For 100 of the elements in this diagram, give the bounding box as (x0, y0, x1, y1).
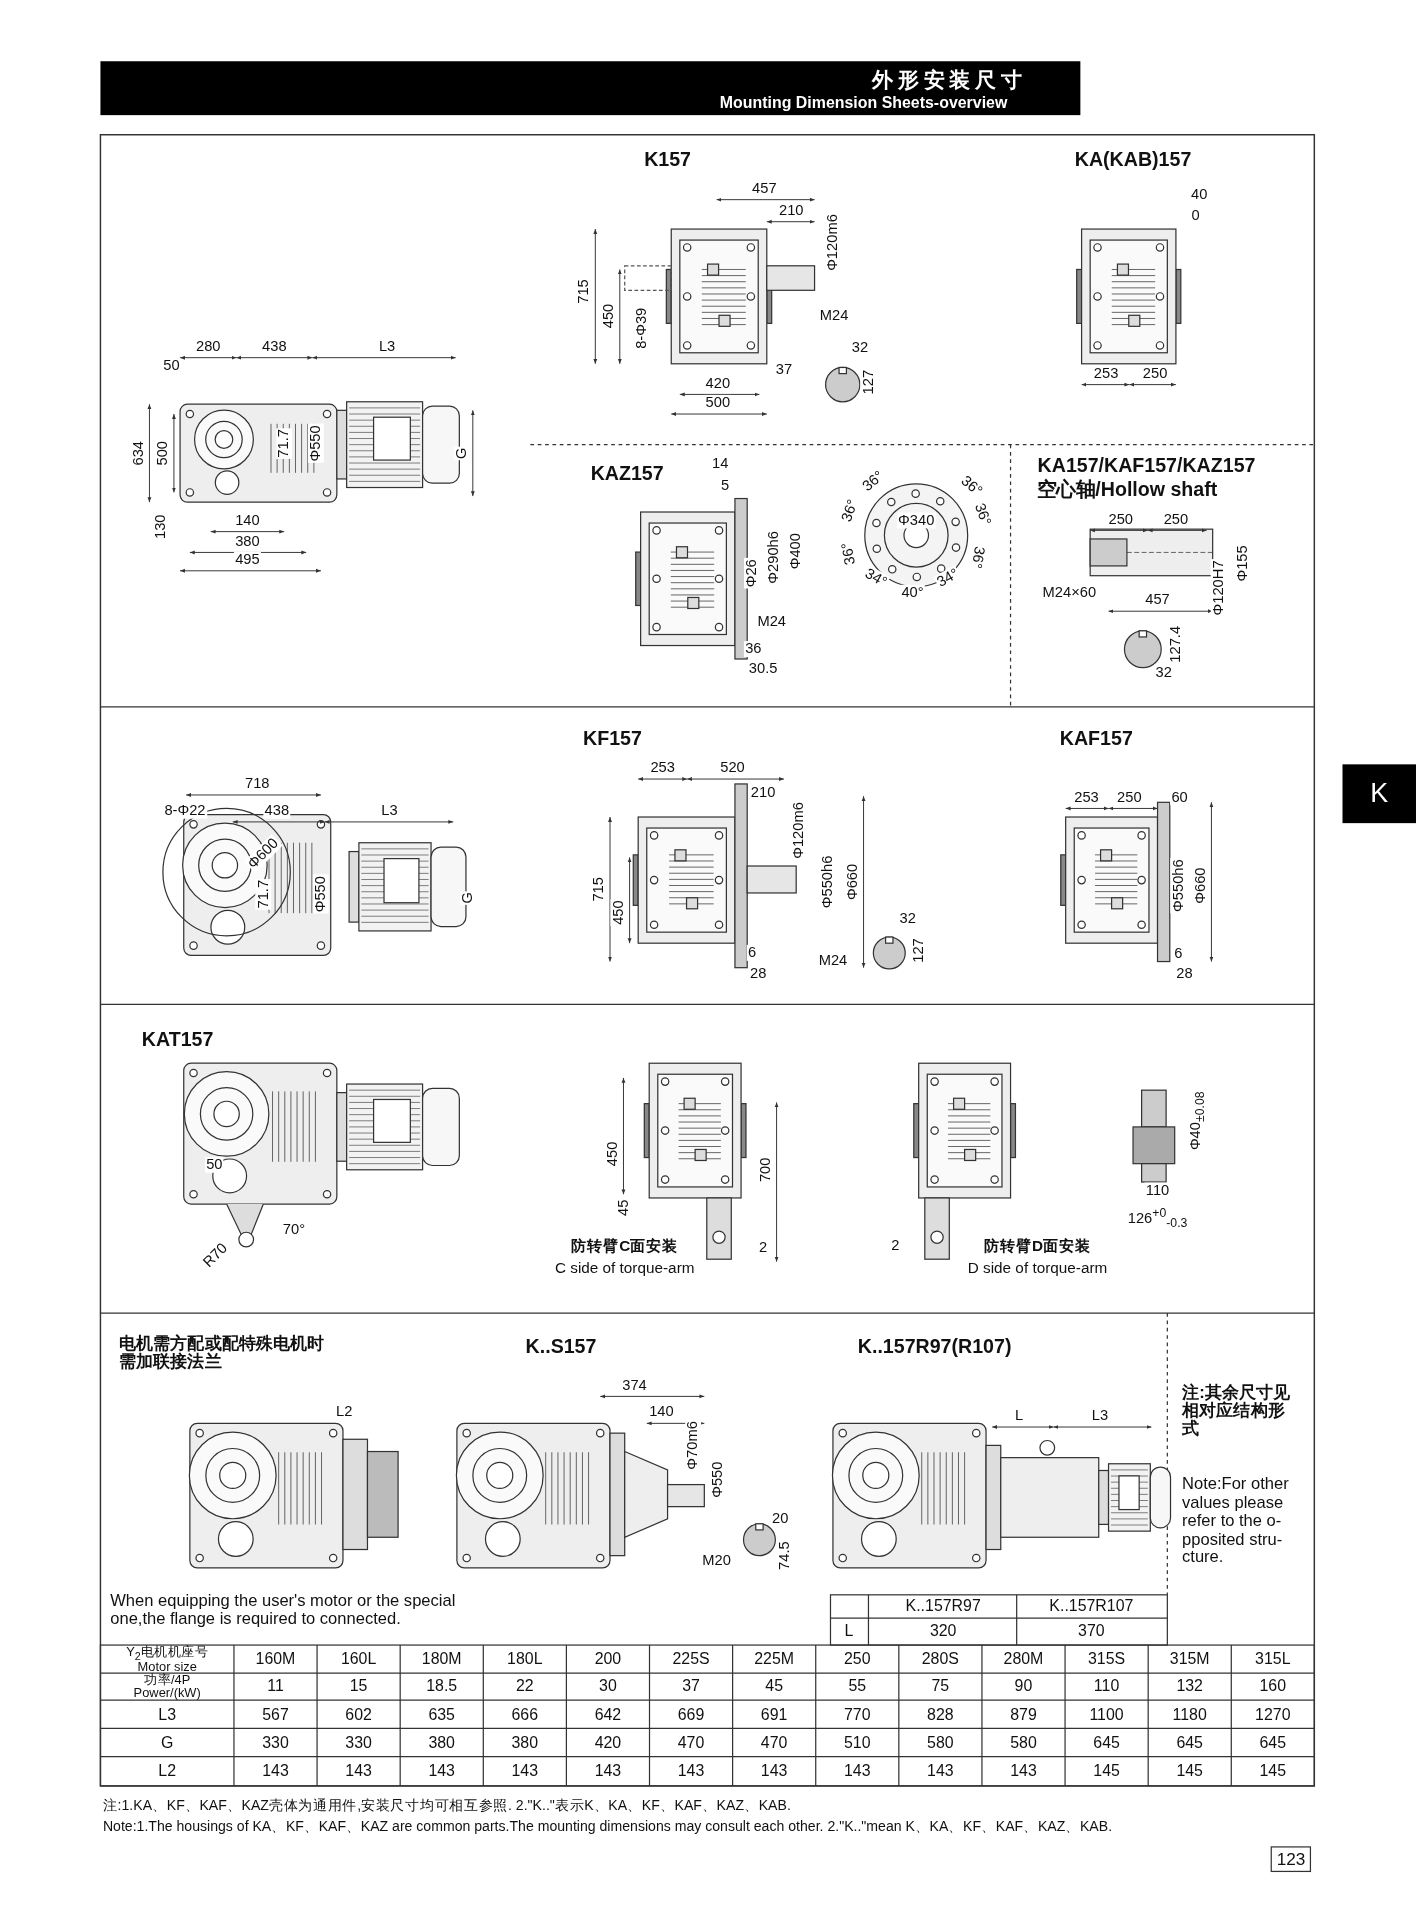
table-cell: 143 (927, 1762, 954, 1780)
table-cell: 770 (843, 1705, 871, 1723)
table-cell: 160M (255, 1650, 296, 1668)
table-cell: 55 (848, 1677, 867, 1696)
table-cell: 250 (843, 1650, 871, 1668)
view-title: K..157R97(R107) (857, 1335, 1012, 1357)
table-cell: 145 (1093, 1762, 1120, 1780)
table-cell: 330 (262, 1733, 289, 1752)
table-cell: 45 (765, 1677, 783, 1696)
table-cell: 330 (345, 1733, 372, 1752)
table-cell: 602 (345, 1705, 372, 1723)
table-cell: 145 (1176, 1762, 1203, 1780)
table-cell: 370 (1078, 1622, 1105, 1641)
view-title: KAF157 (1059, 727, 1133, 750)
table-cell: 180M (421, 1650, 462, 1668)
table-cell-text: Y$_{2}$电机机座号 Motor size (125, 1645, 210, 1673)
dimension-label: 71.7 (276, 427, 293, 459)
table-cell: 567 (262, 1705, 289, 1723)
table-cell: 160 (1259, 1677, 1287, 1696)
table-cell: 642 (594, 1705, 622, 1723)
table-cell: K..157R97 (905, 1597, 981, 1615)
table-cell: 110 (1093, 1677, 1120, 1696)
dimension-label: 8-Φ22 (163, 802, 207, 819)
table-cell-text: 功率/4P Power/(kW) (132, 1674, 202, 1699)
table-cell: L (844, 1622, 854, 1641)
view-caption: D side of torque-arm (967, 1260, 1108, 1278)
table-cell: 580 (1010, 1733, 1037, 1752)
note-text: Note:For other values please refer to the o-pposited stru-cture. (1182, 1476, 1290, 1567)
view-caption: 防转臂D面安装 (984, 1238, 1091, 1256)
table-cell: 380 (428, 1733, 455, 1752)
table-cell: 90 (1014, 1677, 1033, 1696)
table-cell: 645 (1093, 1733, 1120, 1752)
section-tab: K (1342, 764, 1416, 824)
table-cell: 315S (1087, 1650, 1126, 1668)
table-cell: L3 (158, 1705, 177, 1723)
table-cell: 1100 (1089, 1705, 1124, 1723)
table-cell: G (161, 1733, 174, 1752)
table-cell: 320 (929, 1622, 957, 1641)
table-cell: 315L (1255, 1650, 1291, 1668)
dimension-label: Φ550 (307, 424, 325, 463)
view-title: K..S157 (525, 1335, 597, 1357)
table-cell: 1270 (1255, 1705, 1291, 1723)
view-title: K157 (644, 148, 691, 170)
note-text: 电机需方配或配特殊电机时需加联接法兰 (118, 1335, 326, 1372)
table-cell: 645 (1259, 1733, 1287, 1752)
table-cell: 315M (1169, 1650, 1210, 1668)
view-caption: C side of torque-arm (554, 1260, 695, 1278)
header-subtitle: Mounting Dimension Sheets-overview (719, 94, 1008, 112)
table-cell: 143 (843, 1762, 871, 1780)
table-cell: L2 (158, 1762, 177, 1780)
table-cell: 225M (754, 1650, 795, 1668)
view-title: KA(KAB)157 (1074, 148, 1192, 170)
table-cell: 879 (1010, 1705, 1037, 1723)
table-cell: 143 (511, 1762, 539, 1780)
dimension-label: Φ70m6 (685, 1419, 702, 1471)
table-cell: 143 (345, 1762, 372, 1780)
table-cell: 225S (672, 1650, 710, 1668)
table-cell: 828 (927, 1705, 954, 1723)
table-cell: 15 (349, 1677, 368, 1696)
table-cell: 143 (1010, 1762, 1037, 1780)
header-title: 外形安装尺寸 (872, 69, 1027, 93)
table-cell: 645 (1176, 1733, 1203, 1752)
table-cell: K..157R107 (1049, 1597, 1134, 1615)
table-cell: 18.5 (426, 1677, 458, 1696)
dimension-label: 50 (204, 1156, 224, 1173)
table-cell: 470 (677, 1733, 705, 1752)
table-cell: 145 (1259, 1762, 1287, 1780)
table-cell: 380 (511, 1733, 539, 1752)
dimension-label: 60 (1170, 789, 1189, 806)
table-cell: 143 (594, 1762, 622, 1780)
view-title: KF157 (583, 727, 642, 750)
table-cell: 470 (760, 1733, 788, 1752)
dimension-label: 36 (743, 641, 763, 658)
dimension-label: Φ340 (896, 512, 936, 529)
table-cell: 669 (677, 1705, 705, 1723)
table-cell: 143 (428, 1762, 455, 1780)
table-cell: 280M (1003, 1650, 1044, 1668)
footnote: Note:1.The housings of KA、KF、KAF、KAZ are common parts.The mounting dimensions may consult each other. 2."K.."mean K、KA、KF、KAF、KAZ、KAB. (102, 1819, 1113, 1835)
table-cell: 510 (843, 1733, 871, 1752)
table-cell: 420 (594, 1733, 622, 1752)
view-title: KA157/KAF157/KAZ157 (1037, 454, 1256, 477)
view-title: KAT157 (141, 1029, 214, 1051)
table-cell: 666 (511, 1705, 539, 1723)
table-cell: 200 (594, 1650, 622, 1668)
note-text: When equipping the user's motor or the special one,the flange is required to connected. (110, 1592, 457, 1629)
table-cell: 280S (921, 1650, 959, 1668)
table-cell: 75 (931, 1677, 950, 1696)
dimension-label: Φ550 (312, 874, 329, 914)
table-cell: 160L (340, 1650, 377, 1668)
table-cell: 1180 (1172, 1705, 1207, 1723)
dimension-label: 6 (746, 944, 758, 962)
table-cell: 180L (507, 1650, 543, 1668)
table-cell: 37 (682, 1677, 700, 1696)
view-title: 空心轴/Hollow shaft (1036, 479, 1218, 501)
table-cell: 132 (1176, 1677, 1203, 1696)
table-cell: 635 (428, 1705, 455, 1723)
table-cell: 143 (760, 1762, 788, 1780)
table-cell: 11 (267, 1677, 284, 1696)
dimension-label: 71.7 (255, 878, 272, 910)
footnote: 注:1.KA、KF、KAF、KAZ壳体为通用件,安装尺寸均可相互参照. 2."K.."表示K、KA、KF、KAF、KAZ、KAB. (102, 1798, 791, 1814)
